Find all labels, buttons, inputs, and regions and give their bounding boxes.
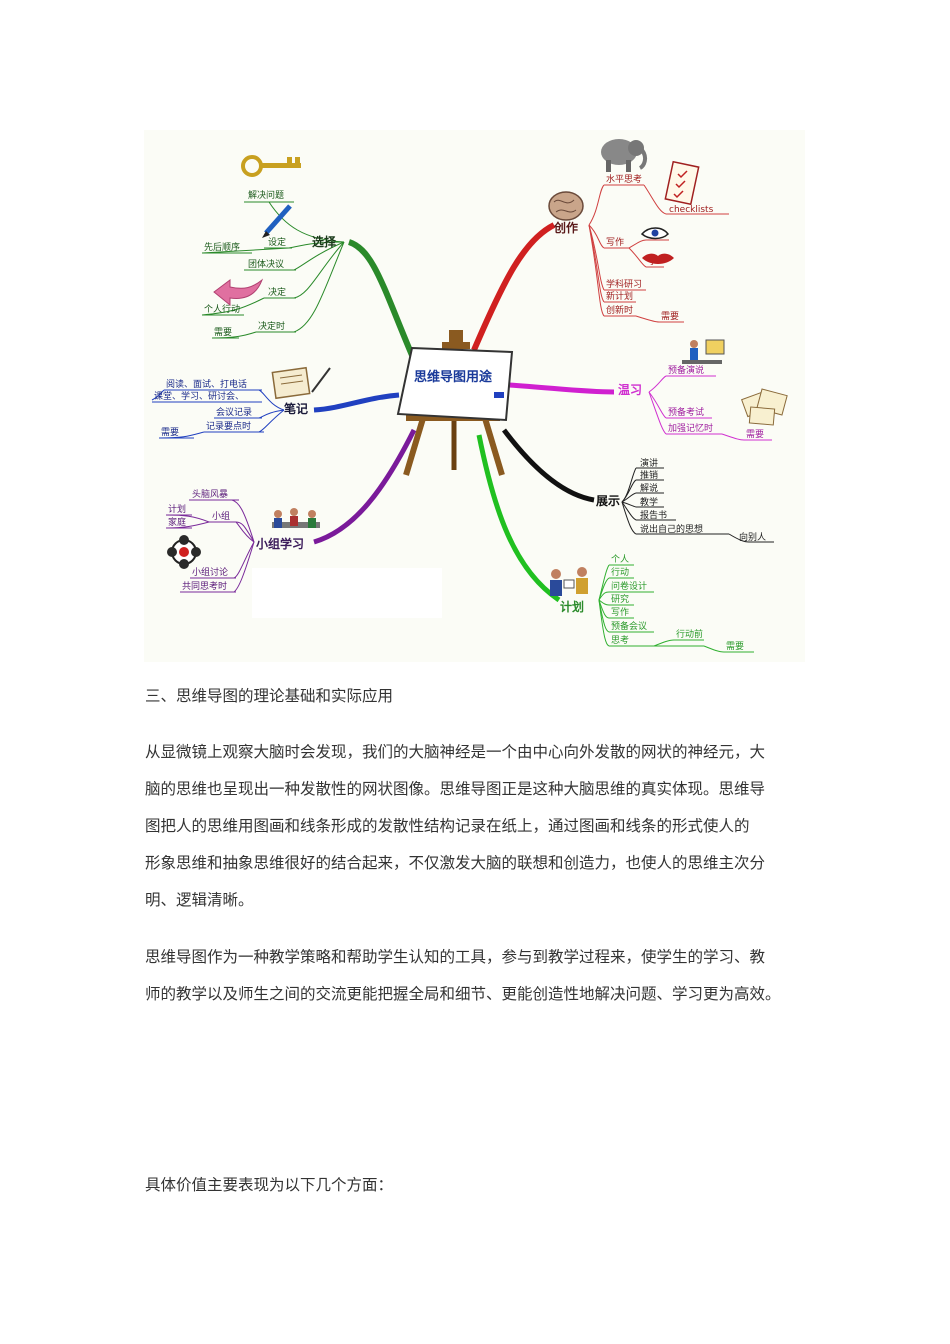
- branch-xuanze: [347, 239, 417, 362]
- jihua-item-4: 研究: [611, 593, 629, 605]
- xiaozu-item-6: 共同思考时: [182, 580, 227, 592]
- xuanze-lines: [201, 201, 345, 339]
- paragraph-1-line: 明、逻辑清晰。: [145, 891, 254, 909]
- wenxi-label: 温习: [618, 383, 642, 397]
- paragraph-3-text: 具体价值主要表现为以下几个方面：: [145, 1176, 394, 1194]
- paragraph-1-line: 从显微镜上观察大脑时会发现，我们的大脑神经是一个由中心向外发散的网状的神经元，大: [145, 743, 766, 761]
- wenxi-item-4: 需要: [746, 429, 764, 440]
- jihua-item-5: 写作: [611, 606, 629, 618]
- biji-lines: [151, 389, 285, 439]
- paragraph-1-line: 形象思维和抽象思维很好的结合起来，不仅激发大脑的联想和创造力，也使人的思维主次分: [145, 854, 766, 872]
- branch-zhanshi: [502, 428, 595, 503]
- biji-item-2: 课堂、学习、研讨会、: [154, 390, 244, 402]
- xuanze-label: 选择: [312, 234, 337, 249]
- xiaozu-lines: [165, 499, 255, 593]
- biji-item-4: 记录要点时: [206, 420, 251, 432]
- two-people-icon: [550, 567, 588, 596]
- papers-icon: [741, 388, 788, 426]
- branch-jihua: [476, 434, 561, 603]
- jihua-item-6: 预备会议: [611, 620, 647, 632]
- biji-item-1: 阅读、面试、打电话: [166, 378, 247, 390]
- center-label: 思维导图用途: [414, 369, 493, 385]
- chuangzuo-lines: [588, 184, 729, 323]
- paragraph-1-line: 脑的思维也呈现出一种发散性的网状图像。思维导图正是这种大脑思维的真实体现。思维导: [145, 780, 766, 798]
- chuangzuo-item-3: 写作: [606, 236, 624, 248]
- zhanshi-item-5: 报告书: [640, 509, 667, 521]
- xiaozu-label: 小组学习: [256, 536, 304, 551]
- elephant-icon: [601, 139, 648, 172]
- jihua-label: 计划: [560, 599, 584, 614]
- paragraph-1: 从显微镜上观察大脑时会发现，我们的大脑神经是一个由中心向外发散的网状的神经元，大…: [145, 734, 765, 919]
- scroll-quill-icon: [271, 366, 331, 400]
- paragraph-1-line: 图把人的思维用图画和线条形成的发散性结构记录在纸上，通过图画和线条的形式使人的: [145, 817, 750, 835]
- zhanshi-item-6: 说出自己的思想: [640, 523, 703, 535]
- key-icon: [241, 155, 301, 177]
- xuanze-item-6: 个人行动: [204, 303, 240, 315]
- paragraph-3: 具体价值主要表现为以下几个方面：: [145, 1167, 393, 1204]
- group-people-icon: [272, 508, 320, 528]
- chuangzuo-item-2: checklists: [669, 205, 714, 215]
- zhanshi-item-2: 推销: [640, 469, 658, 481]
- section-heading: 三、思维导图的理论基础和实际应用: [145, 678, 393, 715]
- branch-chuangzuo: [471, 222, 556, 352]
- xiaozu-item-5: 小组讨论: [192, 566, 228, 578]
- pen-icon: [262, 204, 292, 238]
- wenxi-lines: [648, 375, 772, 441]
- paragraph-2-line: 师的教学以及师生之间的交流更能把握全局和细节、更能创造性地解决问题、学习更为高效…: [145, 985, 781, 1003]
- xuanze-item-2: 设定: [268, 236, 286, 248]
- zhanshi-item-7: 向别人: [739, 531, 766, 543]
- easel-icon: [396, 330, 514, 476]
- chuangzuo-item-1: 水平思考: [606, 173, 642, 185]
- branch-xiaozu: [313, 428, 417, 545]
- biji-item-3: 会议记录: [216, 406, 252, 418]
- paragraph-2-line: 思维导图作为一种教学策略和帮助学生认知的工具，参与到教学过程来，使学生的学习、教: [145, 948, 766, 966]
- xuanze-item-7: 决定时: [258, 320, 285, 332]
- jihua-item-9: 需要: [726, 641, 744, 652]
- mind-map-figure: 思维导图用途 选择 解决问题 设定 先后顺序 团体决议 决定 个人行动 决定时 …: [144, 130, 805, 662]
- xiaozu-item-2: 小组: [212, 510, 230, 522]
- xiaozu-item-3: 计划: [168, 503, 186, 515]
- paragraph-2: 思维导图作为一种教学策略和帮助学生认知的工具，参与到教学过程来，使学生的学习、教…: [145, 939, 781, 1013]
- pink-arrow-icon: [213, 278, 264, 307]
- xiaozu-item-1: 头脑风暴: [192, 488, 228, 500]
- jihua-lines: [598, 564, 754, 653]
- branch-biji: [313, 392, 400, 413]
- chuangzuo-item-7: 新计划: [606, 290, 633, 302]
- chuangzuo-label: 创作: [553, 220, 578, 235]
- mind-map-svg: 思维导图用途 选择 解决问题 设定 先后顺序 团体决议 决定 个人行动 决定时 …: [151, 139, 788, 653]
- zhanshi-item-4: 教学: [640, 496, 658, 508]
- section-heading-text: 三、思维导图的理论基础和实际应用: [145, 687, 394, 705]
- zhanshi-lines: [621, 467, 774, 543]
- jihua-item-3: 问卷设计: [611, 580, 647, 592]
- chuangzuo-item-9: 需要: [661, 311, 679, 322]
- branch-wenxi: [508, 382, 615, 395]
- chuangzuo-item-6: 学科研习: [606, 278, 642, 290]
- zhanshi-item-3: 解说: [640, 482, 658, 494]
- checklist-icon: [664, 160, 700, 206]
- xuanze-item-8: 需要: [214, 327, 232, 338]
- blank-patch: [252, 568, 442, 618]
- wenxi-item-2: 预备考试: [668, 406, 704, 418]
- jihua-item-8: 行动前: [676, 628, 703, 640]
- brain-icon: [548, 191, 584, 221]
- jihua-item-2: 行动: [611, 566, 629, 578]
- jihua-item-7: 思考: [611, 635, 629, 646]
- biji-label: 笔记: [284, 401, 308, 416]
- xuanze-item-5: 决定: [268, 286, 286, 298]
- xuanze-item-1: 解决问题: [248, 189, 284, 201]
- presenter-icon: [682, 339, 725, 364]
- eye-icon: [640, 227, 669, 240]
- wenxi-item-3: 加强记忆时: [668, 422, 713, 434]
- zhanshi-item-1: 演讲: [640, 457, 658, 469]
- xuanze-item-4: 团体决议: [248, 258, 284, 270]
- zhanshi-label: 展示: [596, 494, 620, 508]
- biji-item-5: 需要: [161, 427, 179, 438]
- lips-icon: [642, 253, 674, 264]
- wenxi-item-1: 预备演说: [668, 364, 704, 376]
- compass-icon: [167, 535, 201, 569]
- chuangzuo-item-8: 创新时: [606, 304, 633, 316]
- jihua-item-1: 个人: [611, 554, 629, 565]
- xiaozu-item-4: 家庭: [168, 516, 186, 528]
- xuanze-item-3: 先后顺序: [204, 241, 240, 253]
